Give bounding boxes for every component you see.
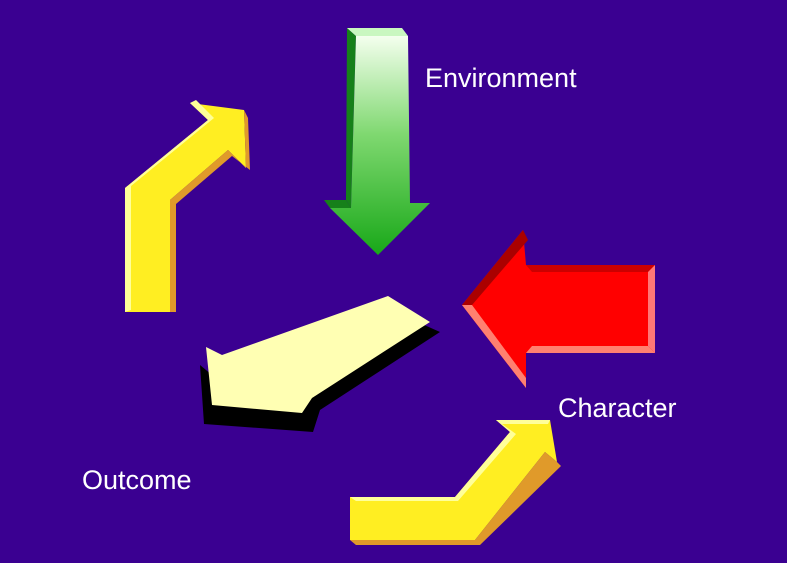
character-arrow bbox=[462, 230, 655, 388]
outcome-label: Outcome bbox=[82, 465, 192, 495]
environment-label: Environment bbox=[425, 63, 577, 93]
outcome-arrow bbox=[200, 296, 440, 432]
character-label: Character bbox=[558, 393, 677, 423]
cycle-arrow-lower-right bbox=[350, 420, 561, 545]
environment-arrow bbox=[324, 28, 430, 255]
cycle-arrow-upper-left bbox=[125, 100, 250, 312]
